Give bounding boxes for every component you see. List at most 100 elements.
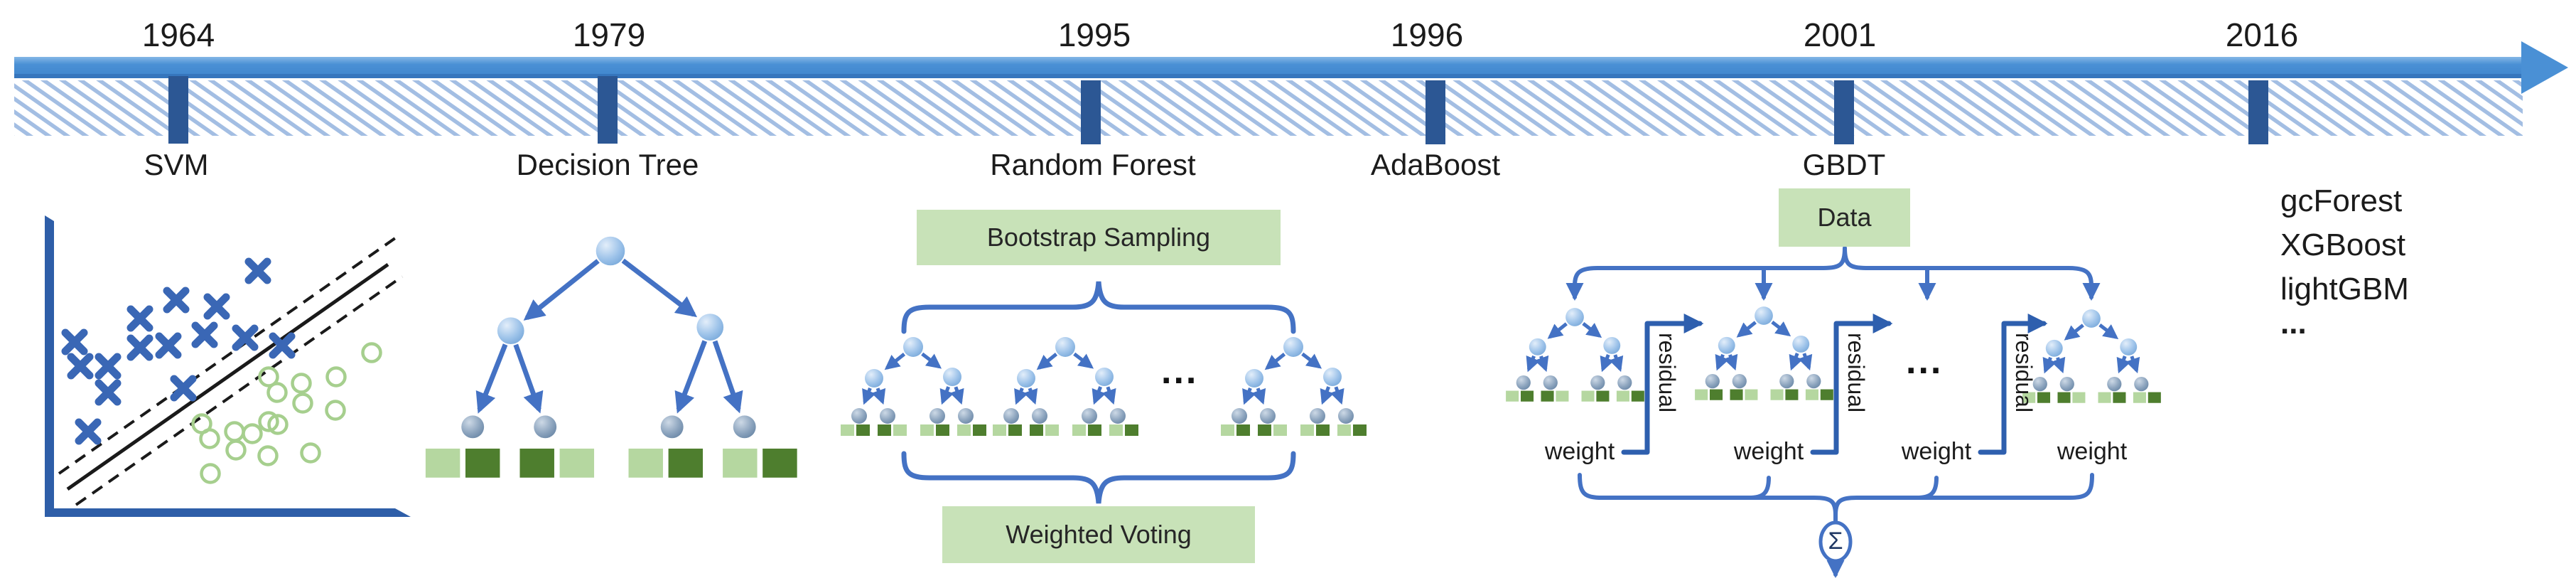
x-marker-icon [269,332,296,359]
sample-square [425,448,460,478]
sample-square [1221,424,1234,436]
sample-square [920,424,934,436]
algo-label-random-forest: Random Forest [990,148,1196,181]
sample-square [1258,424,1271,436]
algo-label-adaboost: AdaBoost [1370,148,1501,181]
sample-square [628,448,663,478]
algo-label-gbdt: GBDT [1802,148,1886,181]
x-marker-icon [244,257,271,284]
o-marker-icon [291,373,312,394]
sample-square [878,424,891,436]
x-marker-icon [95,379,122,406]
year-label-1995: 1995 [1057,16,1131,53]
sample-square [957,424,971,436]
o-marker-icon [199,428,220,449]
tree-icon [425,236,797,478]
curly-brace-bottom [901,451,1296,504]
weighted-voting-box: Weighted Voting [942,506,1255,563]
o-marker-icon [325,366,347,387]
sample-square [1556,390,1569,402]
tree-icon [1506,308,1644,402]
tree-icons-layer [425,236,2161,478]
random-forest-ellipsis: ... [1161,351,1199,392]
x-marker-icon [163,287,190,314]
sample-square [1785,389,1799,400]
gbdt-data-label: Data [1817,203,1872,232]
o-marker-icon [325,400,346,421]
sample-square [1805,389,1818,400]
sample-square [1521,390,1534,402]
sample-square [1581,390,1595,402]
sum-symbol: Σ [1828,528,1843,555]
tree-icon [1221,337,1367,436]
sample-square [1072,424,1086,436]
sample-square [762,448,797,478]
gbdt-weight-label-3: weight [1901,438,1972,465]
x-marker-icon [170,375,197,402]
sample-square [1541,390,1554,402]
recent-methods-ellipsis: ... [2280,306,2307,341]
timeline-hatch-band [14,80,2523,136]
tree-icon [841,337,986,436]
sample-square [2113,392,2126,403]
x-marker-icon [126,334,153,361]
sample-square [2147,392,2161,403]
sample-square [1710,389,1723,400]
sample-square [1745,389,1758,400]
o-marker-icon [361,342,382,363]
year-label-1979: 1979 [572,16,646,53]
sample-square [465,448,500,478]
recent-method-gcforest: gcForest [2280,183,2403,218]
o-marker-icon [292,392,313,414]
sample-square [1300,424,1314,436]
tick-2016 [2248,80,2268,144]
year-label-1996: 1996 [1390,16,1464,53]
gbdt-residual-label-3: residual [2011,333,2037,413]
recent-method-xgboost: XGBoost [2280,228,2406,262]
o-marker-icon [242,423,263,444]
svm-class-x-markers [61,257,296,445]
o-marker-icon [267,414,289,435]
sample-square [723,448,758,478]
algo-label-decision-tree: Decision Tree [516,148,699,181]
sample-square [1273,424,1287,436]
gbdt-weight-label-2: weight [1733,438,1804,465]
o-marker-icon [258,411,279,432]
x-marker-icon [191,321,218,348]
sample-square [856,424,870,436]
sample-square [841,424,854,436]
tick-2001 [1834,80,1854,144]
tick-1995 [1081,80,1101,144]
random-forest-braces [901,281,1296,504]
sample-square [1316,424,1330,436]
o-marker-icon [200,463,221,484]
sample-square [1045,424,1059,436]
x-marker-icon [67,353,94,380]
sample-square [2037,392,2051,403]
sample-square [973,424,986,436]
x-marker-icon [61,328,88,356]
sample-square [993,424,1006,436]
gbdt-weight-label-4: weight [2057,438,2128,465]
tree-icon [993,337,1138,436]
tick-1979 [598,76,618,144]
sample-square [1008,424,1022,436]
tick-1964 [168,76,188,144]
gbdt-residual-label-2: residual [1843,333,1869,413]
o-marker-icon [266,382,288,403]
gbdt-residual-label-1: residual [1654,333,1680,413]
gbdt-data-box: Data [1779,188,1910,247]
o-marker-icon [224,421,245,442]
o-marker-icon [300,442,321,464]
gbdt-distribution-bracket [1565,246,2101,301]
sample-square [2057,392,2071,403]
sample-square [1695,389,1708,400]
bootstrap-sampling-box: Bootstrap Sampling [917,210,1281,265]
sample-square [1631,390,1644,402]
sample-square [519,448,554,478]
sample-square [936,424,949,436]
timeline-ticks [168,76,2268,144]
tree-icon [2022,309,2161,403]
